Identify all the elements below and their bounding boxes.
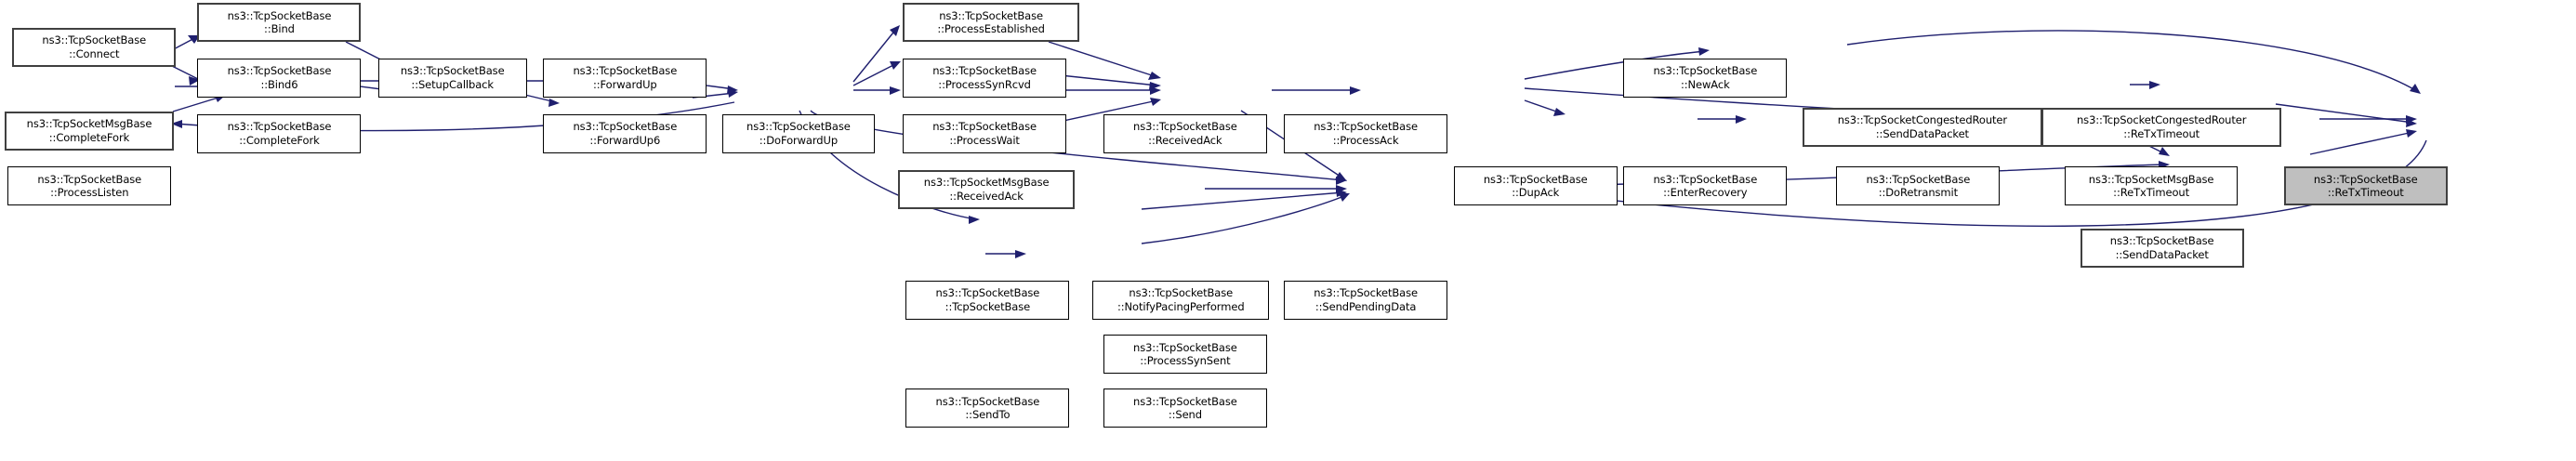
node-tcpsocketbase[interactable]: ns3::TcpSocketBase::TcpSocketBase bbox=[905, 281, 1070, 321]
node-class-name: ns3::TcpSocketMsgBase bbox=[2088, 172, 2214, 186]
node-method-name: ::DupAck bbox=[1512, 186, 1560, 200]
node-doforwardup[interactable]: ns3::TcpSocketBase::DoForwardUp bbox=[721, 113, 875, 153]
node-base_retx[interactable]: ns3::TcpSocketBase::ReTxTimeout bbox=[2283, 166, 2448, 206]
node-processlisten[interactable]: ns3::TcpSocketBase::ProcessListen bbox=[7, 166, 172, 206]
node-msg_completefork[interactable]: ns3::TcpSocketMsgBase::CompleteFork bbox=[4, 111, 174, 151]
node-method-name: ::SendDataPacket bbox=[2115, 247, 2209, 261]
node-class-name: ns3::TcpSocketBase bbox=[37, 172, 142, 186]
node-enterrecovery[interactable]: ns3::TcpSocketBase::EnterRecovery bbox=[1623, 166, 1788, 206]
node-processestab[interactable]: ns3::TcpSocketBase::ProcessEstablished bbox=[903, 3, 1080, 43]
node-newack[interactable]: ns3::TcpSocketBase::NewAck bbox=[1623, 59, 1788, 99]
node-method-name: ::ReceivedAck bbox=[949, 189, 1024, 203]
node-class-name: ns3::TcpSocketBase bbox=[2109, 233, 2214, 247]
node-class-name: ns3::TcpSocketMsgBase bbox=[26, 116, 152, 130]
node-processsynrcvd[interactable]: ns3::TcpSocketBase::ProcessSynRcvd bbox=[903, 59, 1067, 99]
node-method-name: ::SetupCallback bbox=[411, 78, 494, 92]
node-class-name: ns3::TcpSocketBase bbox=[227, 8, 332, 22]
node-method-name: ::ReceivedAck bbox=[1148, 133, 1222, 147]
node-dupack[interactable]: ns3::TcpSocketBase::DupAck bbox=[1453, 166, 1618, 206]
node-class-name: ns3::TcpSocketBase bbox=[227, 120, 332, 134]
node-class-name: ns3::TcpSocketBase bbox=[939, 8, 1043, 22]
node-class-name: ns3::TcpSocketBase bbox=[1653, 64, 1758, 78]
node-completefork[interactable]: ns3::TcpSocketBase::CompleteFork bbox=[197, 113, 362, 153]
node-method-name: ::ProcessEstablished bbox=[937, 22, 1045, 36]
node-class-name: ns3::TcpSocketBase bbox=[1314, 286, 1418, 300]
node-send[interactable]: ns3::TcpSocketBase::Send bbox=[1103, 389, 1267, 428]
node-receivedack[interactable]: ns3::TcpSocketBase::ReceivedAck bbox=[1103, 113, 1267, 153]
node-class-name: ns3::TcpSocketBase bbox=[1133, 340, 1237, 354]
node-method-name: ::CompleteFork bbox=[239, 133, 320, 147]
node-method-name: ::ProcessWait bbox=[949, 133, 1020, 147]
node-method-name: ::Bind bbox=[264, 22, 295, 36]
node-bind6[interactable]: ns3::TcpSocketBase::Bind6 bbox=[197, 59, 362, 99]
node-cr_retx[interactable]: ns3::TcpSocketCongestedRouter::ReTxTimeo… bbox=[2041, 108, 2282, 148]
node-method-name: ::ReTxTimeout bbox=[2123, 127, 2200, 141]
node-sendto[interactable]: ns3::TcpSocketBase::SendTo bbox=[905, 389, 1070, 428]
node-method-name: ::NewAck bbox=[1680, 78, 1730, 92]
node-class-name: ns3::TcpSocketBase bbox=[1314, 120, 1418, 134]
node-msg_retx[interactable]: ns3::TcpSocketMsgBase::ReTxTimeout bbox=[2065, 166, 2239, 206]
node-method-name: ::ForwardUp bbox=[593, 78, 657, 92]
node-class-name: ns3::TcpSocketBase bbox=[1133, 120, 1237, 134]
node-sendpendingdata[interactable]: ns3::TcpSocketBase::SendPendingData bbox=[1284, 281, 1448, 321]
node-connect[interactable]: ns3::TcpSocketBase::Connect bbox=[12, 27, 177, 67]
node-processsynsent[interactable]: ns3::TcpSocketBase::ProcessSynSent bbox=[1103, 335, 1267, 375]
node-method-name: ::Connect bbox=[69, 46, 120, 60]
node-processack[interactable]: ns3::TcpSocketBase::ProcessAck bbox=[1284, 113, 1448, 153]
node-class-name: ns3::TcpSocketCongestedRouter bbox=[1837, 113, 2008, 127]
node-class-name: ns3::TcpSocketBase bbox=[1129, 286, 1234, 300]
node-method-name: ::SendTo bbox=[965, 408, 1011, 422]
node-doretransmit[interactable]: ns3::TcpSocketBase::DoRetransmit bbox=[1836, 166, 2001, 206]
node-method-name: ::TcpSocketBase bbox=[945, 300, 1031, 314]
node-class-name: ns3::TcpSocketCongestedRouter bbox=[2076, 113, 2247, 127]
node-method-name: ::EnterRecovery bbox=[1663, 186, 1748, 200]
node-method-name: ::DoForwardUp bbox=[759, 133, 839, 147]
node-class-name: ns3::TcpSocketBase bbox=[42, 33, 147, 47]
node-method-name: ::ProcessSynSent bbox=[1140, 354, 1231, 368]
node-method-name: ::ProcessSynRcvd bbox=[938, 78, 1031, 92]
node-method-name: ::DoRetransmit bbox=[1878, 186, 1959, 200]
node-forwardup[interactable]: ns3::TcpSocketBase::ForwardUp bbox=[543, 59, 707, 99]
node-processwait[interactable]: ns3::TcpSocketBase::ProcessWait bbox=[903, 113, 1067, 153]
node-method-name: ::NotifyPacingPerformed bbox=[1116, 300, 1245, 314]
node-class-name: ns3::TcpSocketBase bbox=[573, 120, 678, 134]
node-class-name: ns3::TcpSocketMsgBase bbox=[923, 175, 1050, 189]
node-class-name: ns3::TcpSocketBase bbox=[227, 64, 332, 78]
node-method-name: ::ProcessAck bbox=[1332, 133, 1399, 147]
node-method-name: ::CompleteFork bbox=[48, 130, 130, 144]
node-method-name: ::ReTxTimeout bbox=[2327, 186, 2404, 200]
node-class-name: ns3::TcpSocketBase bbox=[400, 64, 505, 78]
node-class-name: ns3::TcpSocketBase bbox=[1653, 172, 1758, 186]
node-method-name: ::Send bbox=[1168, 408, 1202, 422]
node-method-name: ::ReTxTimeout bbox=[2113, 186, 2189, 200]
node-class-name: ns3::TcpSocketBase bbox=[932, 64, 1037, 78]
node-method-name: ::Bind6 bbox=[260, 78, 298, 92]
node-senddatapacket[interactable]: ns3::TcpSocketBase::SendDataPacket bbox=[2080, 228, 2244, 268]
node-method-name: ::ForwardUp6 bbox=[589, 133, 661, 147]
node-class-name: ns3::TcpSocketBase bbox=[1133, 394, 1237, 408]
node-cr_senddata[interactable]: ns3::TcpSocketCongestedRouter::SendDataP… bbox=[1802, 108, 2042, 148]
node-class-name: ns3::TcpSocketBase bbox=[932, 120, 1037, 134]
node-msg_receivedack[interactable]: ns3::TcpSocketMsgBase::ReceivedAck bbox=[898, 169, 1076, 209]
node-setupcallback[interactable]: ns3::TcpSocketBase::SetupCallback bbox=[377, 59, 527, 99]
node-bind[interactable]: ns3::TcpSocketBase::Bind bbox=[197, 3, 362, 43]
node-class-name: ns3::TcpSocketBase bbox=[935, 394, 1040, 408]
node-class-name: ns3::TcpSocketBase bbox=[573, 64, 678, 78]
node-method-name: ::SendDataPacket bbox=[1875, 127, 1969, 141]
node-class-name: ns3::TcpSocketBase bbox=[935, 286, 1040, 300]
node-forwardup6[interactable]: ns3::TcpSocketBase::ForwardUp6 bbox=[543, 113, 707, 153]
node-method-name: ::ProcessListen bbox=[50, 186, 129, 200]
node-notifypacing[interactable]: ns3::TcpSocketBase::NotifyPacingPerforme… bbox=[1092, 281, 1270, 321]
node-class-name: ns3::TcpSocketBase bbox=[1483, 172, 1588, 186]
node-class-name: ns3::TcpSocketBase bbox=[2313, 172, 2418, 186]
node-class-name: ns3::TcpSocketBase bbox=[746, 120, 851, 134]
node-method-name: ::SendPendingData bbox=[1314, 300, 1417, 314]
node-class-name: ns3::TcpSocketBase bbox=[1866, 172, 1971, 186]
